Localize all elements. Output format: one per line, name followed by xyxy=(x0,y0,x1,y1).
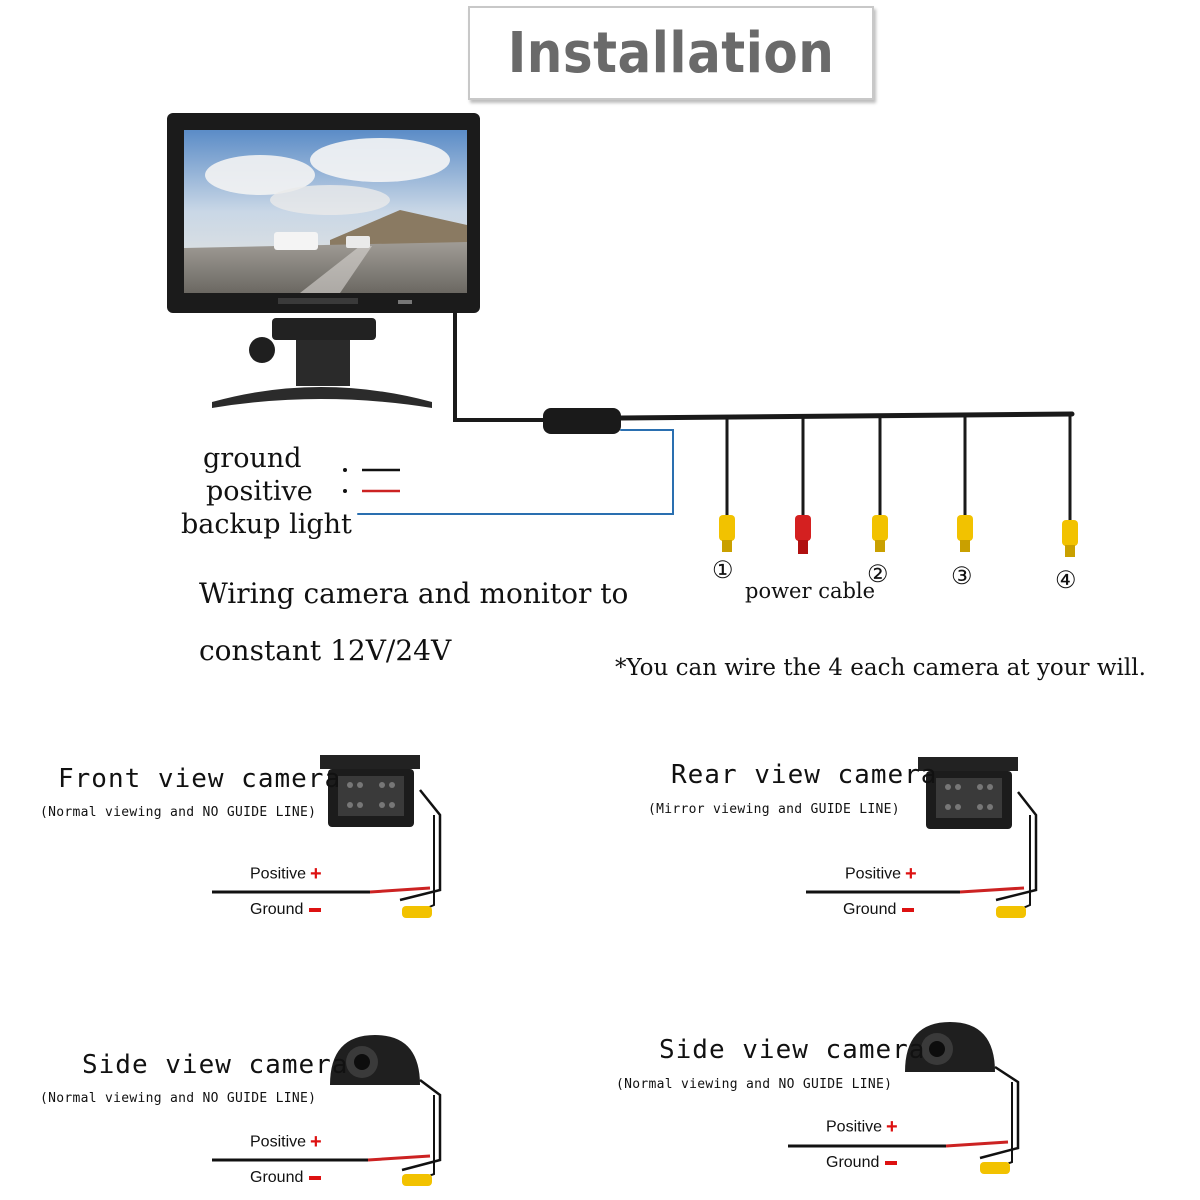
rear-camera-ground: Ground xyxy=(843,901,915,919)
rear-camera-title: Rear view camera xyxy=(671,760,938,790)
monitor xyxy=(167,113,480,408)
power-connector xyxy=(795,515,811,554)
side-camera-left-ground-label: Ground xyxy=(250,1169,304,1186)
rca-connector-1 xyxy=(719,515,735,552)
minus-icon xyxy=(309,907,322,912)
rear-camera-positive-label: Positive xyxy=(845,865,902,883)
side-camera-right-ground: Ground xyxy=(826,1154,898,1172)
wiring-harness xyxy=(357,311,1075,526)
side-camera-left-positive-label: Positive xyxy=(250,1133,307,1151)
side-camera-right-positive-label: Positive xyxy=(826,1118,883,1136)
side-camera-left-positive: Positive+ xyxy=(250,1131,322,1154)
front-camera-ground: Ground xyxy=(250,901,322,919)
front-camera-positive: Positive+ xyxy=(250,863,322,886)
side-camera-left-ground: Ground xyxy=(250,1169,322,1187)
rca-connector-3 xyxy=(957,515,973,552)
front-camera-ground-label: Ground xyxy=(250,901,304,918)
side-camera-right-positive: Positive+ xyxy=(826,1116,898,1139)
connector-4-label: ④ xyxy=(1055,566,1077,594)
minus-icon xyxy=(885,1160,898,1165)
page-title: Installation xyxy=(507,20,835,86)
power-cable-label: power cable xyxy=(745,579,876,603)
front-camera-subtitle: (Normal viewing and NO GUIDE LINE) xyxy=(40,805,317,820)
title-box: Installation xyxy=(468,6,874,100)
side-camera-left xyxy=(212,1035,442,1186)
camera-note: *You can wire the 4 each camera at your … xyxy=(615,655,1146,681)
minus-icon xyxy=(902,907,915,912)
side-camera-left-title: Side view camera xyxy=(82,1050,349,1080)
rear-camera xyxy=(806,757,1038,918)
legend-ground: ground xyxy=(203,443,302,474)
plus-icon: + xyxy=(310,863,322,885)
front-camera xyxy=(212,755,442,918)
legend-positive: positive xyxy=(206,476,313,507)
rca-connector-4 xyxy=(1062,520,1078,557)
side-camera-right-ground-label: Ground xyxy=(826,1154,880,1171)
front-camera-positive-label: Positive xyxy=(250,865,307,883)
rear-camera-ground-label: Ground xyxy=(843,901,897,918)
side-camera-right-title: Side view camera xyxy=(659,1035,926,1065)
wiring-note-line2: constant 12V/24V xyxy=(199,634,452,667)
side-camera-left-subtitle: (Normal viewing and NO GUIDE LINE) xyxy=(40,1091,317,1106)
plus-icon: + xyxy=(886,1116,898,1138)
legend-backup-light: backup light xyxy=(181,509,352,540)
wiring-note-line1: Wiring camera and monitor to xyxy=(199,577,629,610)
minus-icon xyxy=(309,1175,322,1180)
connector-3-label: ③ xyxy=(951,562,973,590)
side-camera-right-subtitle: (Normal viewing and NO GUIDE LINE) xyxy=(616,1077,893,1092)
plus-icon: + xyxy=(905,863,917,885)
connector-2-label: ② xyxy=(867,560,889,588)
front-camera-title: Front view camera xyxy=(58,764,342,794)
connector-1-label: ① xyxy=(712,556,734,584)
rear-camera-positive: Positive+ xyxy=(845,863,917,886)
rear-camera-subtitle: (Mirror viewing and GUIDE LINE) xyxy=(648,802,900,817)
plus-icon: + xyxy=(310,1131,322,1153)
rca-connector-2 xyxy=(872,515,888,552)
side-camera-right xyxy=(788,1022,1020,1174)
